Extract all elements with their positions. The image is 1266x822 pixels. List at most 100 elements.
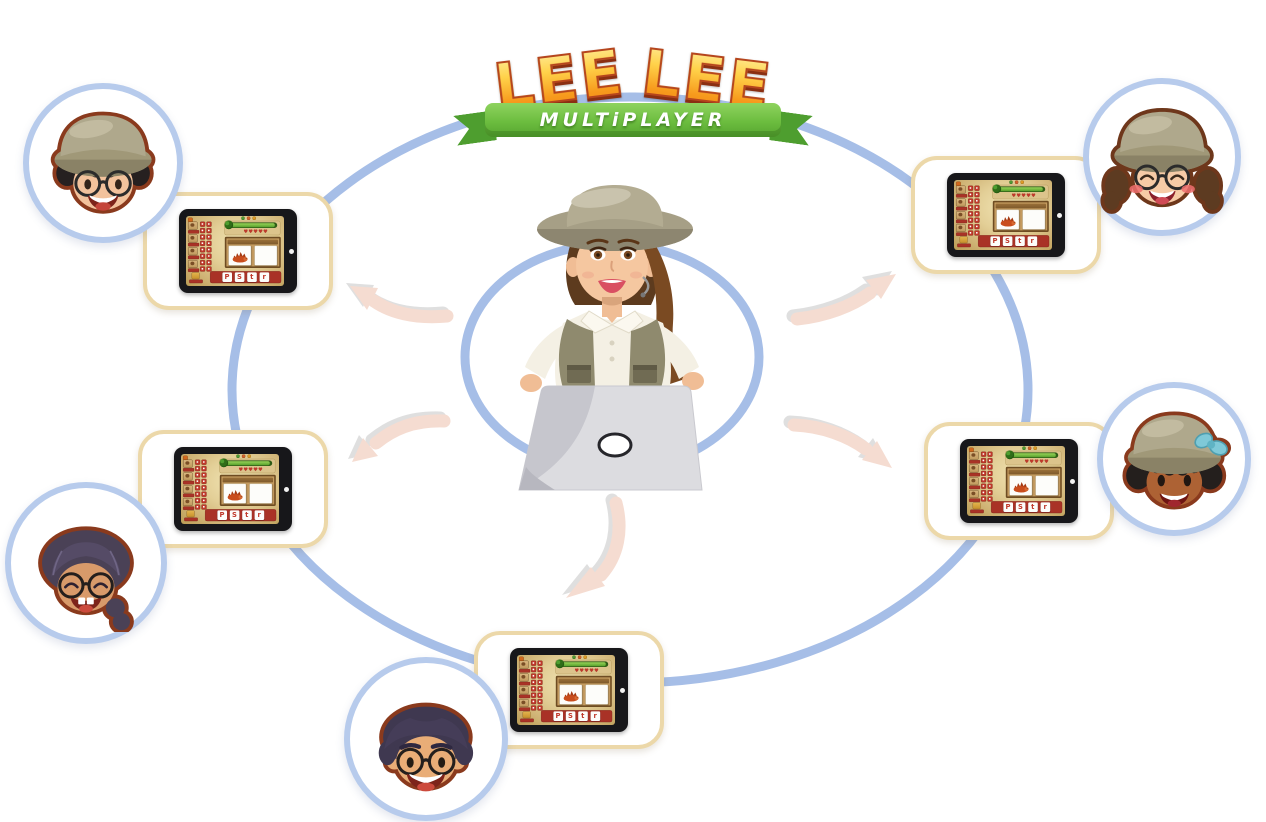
- mini-player-avatar: [519, 686, 529, 695]
- mini-player-name-banner: [183, 493, 195, 498]
- arrow-to-middle-left: [352, 414, 451, 462]
- mini-player-name-banner: [183, 480, 195, 485]
- mini-player-name-banner: [188, 255, 200, 260]
- teacher-figure: [518, 185, 704, 491]
- score-square: [200, 247, 206, 253]
- score-square: [531, 705, 537, 711]
- player-avatar-bottom-left: [5, 482, 167, 644]
- score-square: [206, 260, 212, 266]
- score-squares: [531, 660, 543, 672]
- home-button-icon: [284, 486, 289, 492]
- life-heart-icon: ♥: [1034, 458, 1039, 465]
- lives-hearts: ♥♥♥♥♥: [1012, 193, 1036, 198]
- score-square: [531, 699, 537, 705]
- score-squares: [968, 211, 980, 223]
- score-square: [968, 211, 974, 217]
- score-squares: [200, 247, 212, 259]
- lives-hearts: ♥♥♥♥♥: [575, 668, 599, 673]
- student-tablet: ♥♥♥♥♥: [947, 173, 1065, 257]
- letter-tile: r: [254, 510, 264, 520]
- score-squares: [968, 185, 980, 197]
- scoreboard-row: [188, 260, 223, 272]
- current-player-badge: [184, 510, 201, 522]
- scoreboard-row: [183, 459, 218, 472]
- score-square: [201, 491, 207, 497]
- hedgehog-icon: [563, 690, 579, 702]
- current-player-avatar: [522, 711, 531, 719]
- letter-tile: S: [1015, 502, 1026, 512]
- score-square: [206, 266, 212, 272]
- score-squares: [195, 498, 207, 510]
- score-square: [968, 230, 974, 236]
- mini-player-avatar: [519, 673, 529, 682]
- score-squares: [195, 485, 207, 497]
- score-squares: [981, 464, 993, 476]
- letter-tile: t: [247, 272, 257, 282]
- mini-player-name-banner: [969, 485, 981, 490]
- player-avatar-top-right: [1083, 78, 1241, 236]
- score-square: [195, 498, 201, 504]
- life-heart-icon: ♥: [1044, 458, 1049, 465]
- mini-player-name-banner: [183, 506, 195, 510]
- score-square: [531, 692, 537, 698]
- board-plank: [558, 678, 609, 684]
- score-square: [981, 490, 987, 496]
- score-square: [206, 221, 212, 227]
- score-square: [974, 185, 980, 191]
- progress-bar: [992, 184, 1046, 194]
- score-square: [987, 457, 993, 463]
- players-scoreboard: [956, 185, 991, 236]
- score-square: [968, 198, 974, 204]
- score-squares: [195, 459, 207, 471]
- leaf-icon: [1005, 450, 1015, 460]
- mini-player-avatar: [183, 498, 193, 506]
- score-square: [201, 498, 207, 504]
- score-square: [981, 457, 987, 463]
- score-square: [200, 240, 206, 246]
- progress-bar: [224, 220, 278, 230]
- score-squares: [981, 477, 993, 489]
- letter-tile: t: [1028, 502, 1038, 512]
- progress-fill: [222, 461, 270, 466]
- game-screen: ♥♥♥♥♥: [967, 446, 1065, 516]
- score-square: [537, 699, 543, 705]
- score-square: [531, 666, 537, 672]
- current-player-badge: [957, 236, 974, 248]
- scoreboard-row: [188, 221, 223, 234]
- picture-board: [992, 200, 1049, 232]
- life-heart-icon: ♥: [589, 667, 594, 674]
- life-heart-icon: ♥: [574, 667, 579, 674]
- arrow-to-top-left: [350, 286, 454, 324]
- lives-hearts: ♥♥♥♥♥: [244, 229, 268, 234]
- progress-fill: [227, 223, 275, 228]
- status-light-icon: [246, 216, 251, 220]
- mini-player-name-banner: [188, 242, 200, 247]
- status-light-icon: [583, 655, 587, 659]
- letter-tile: P: [1003, 502, 1013, 512]
- mini-player-name-banner: [519, 681, 531, 686]
- life-heart-icon: ♥: [248, 228, 253, 235]
- leaf-icon: [219, 458, 229, 468]
- score-square: [981, 483, 987, 489]
- mini-player-avatar: [956, 185, 966, 194]
- mini-player-avatar: [956, 211, 966, 220]
- score-square: [206, 234, 212, 240]
- score-square: [200, 253, 206, 259]
- scoreboard-row: [969, 477, 1004, 490]
- board-cards: [221, 483, 274, 504]
- scoreboard-row: [969, 490, 1004, 502]
- student-tablet: ♥♥♥♥♥: [510, 648, 628, 732]
- board-plank: [227, 239, 278, 245]
- life-heart-icon: ♥: [1026, 192, 1031, 199]
- letter-tile: r: [590, 711, 600, 721]
- home-button-icon: [1057, 212, 1062, 218]
- score-square: [201, 465, 207, 471]
- score-square: [206, 227, 212, 233]
- letter-tile: P: [553, 711, 563, 721]
- mini-player-name-banner: [183, 468, 195, 472]
- logo-subtitle: MULTiPLAYER: [539, 109, 727, 131]
- life-heart-icon: ♥: [1011, 192, 1016, 199]
- score-square: [981, 464, 987, 470]
